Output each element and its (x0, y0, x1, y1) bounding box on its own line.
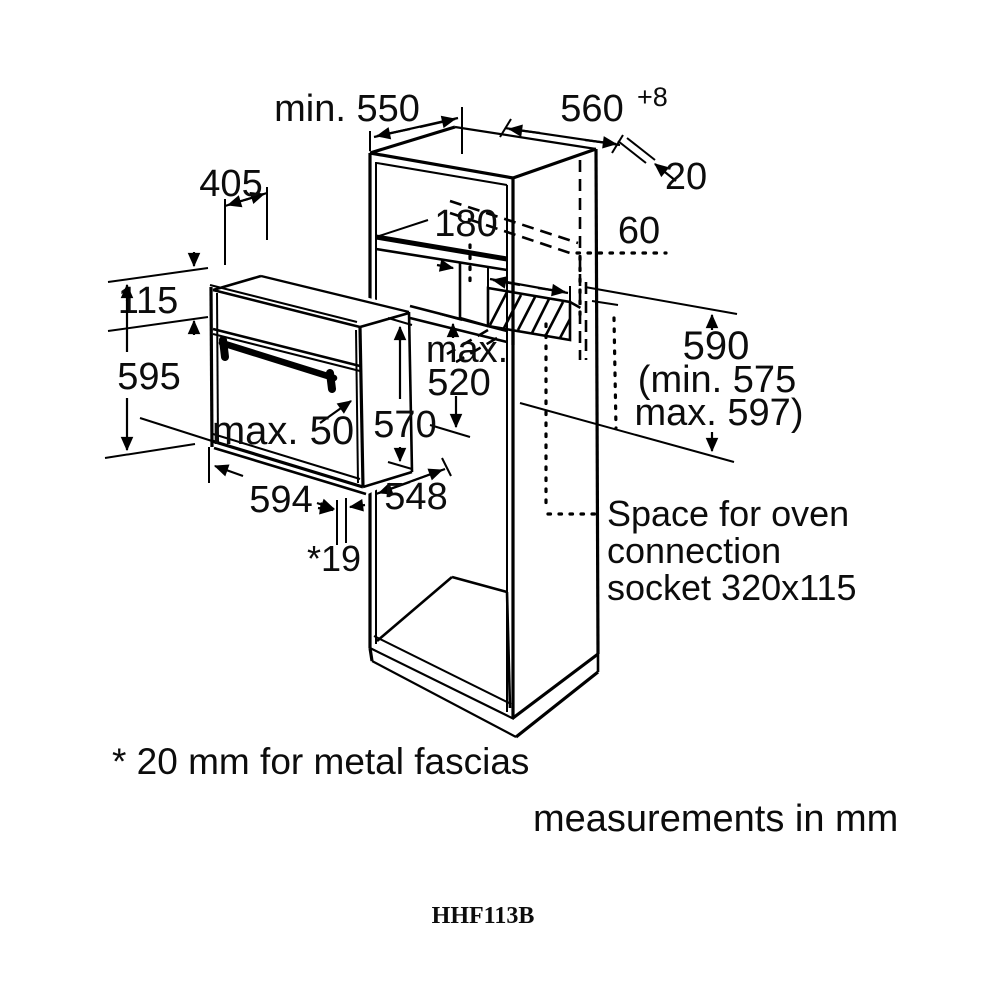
label-180: 180 (434, 203, 497, 245)
label-19: *19 (307, 538, 361, 579)
label-594: 594 (249, 479, 312, 521)
dimension-595: 595 (104, 283, 196, 459)
label-590-min: (min. 575 (638, 359, 796, 401)
label-min-550: min. 550 (274, 88, 420, 130)
dimension-594: 594 (139, 417, 336, 521)
units-note: measurements in mm (533, 798, 898, 840)
dimension-max-50: max. 50 (212, 400, 354, 453)
label-20: 20 (665, 156, 707, 198)
footnotes: * 20 mm for metal fascias measurements i… (112, 741, 898, 929)
fascia-footnote: * 20 mm for metal fascias (112, 741, 529, 782)
dimension-590: 590 (min. 575 max. 597) (519, 286, 804, 463)
label-405: 405 (199, 163, 262, 205)
label-548: 548 (384, 476, 447, 518)
socket-leader-lines (544, 255, 618, 516)
dimension-180: 180 (434, 203, 498, 289)
label-590: 590 (683, 324, 750, 368)
socket-note-line3: socket 320x115 (607, 567, 857, 608)
label-max-50: max. 50 (212, 409, 354, 453)
label-595: 595 (117, 356, 180, 398)
socket-note: Space for oven connection socket 320x115 (607, 493, 857, 608)
label-60: 60 (618, 210, 660, 252)
dimension-115: 115 (107, 252, 209, 335)
dimension-570: 570 (373, 317, 437, 470)
socket-note-line1: Space for oven (607, 493, 849, 534)
label-570: 570 (373, 404, 436, 446)
dimension-20: 20 (617, 137, 707, 198)
oven-drawing (209, 271, 414, 496)
socket-space-hatch (486, 281, 572, 345)
socket-note-line2: connection (607, 530, 781, 571)
model-number: HHF113B (432, 903, 535, 929)
label-max-520-line2: 520 (427, 362, 490, 404)
dimension-60: 60 (575, 210, 668, 255)
dimension-max-520: max. 520 (426, 313, 508, 438)
label-max-520-line1: max. (426, 329, 508, 371)
oven-handle (218, 336, 338, 393)
dimension-min-550: min. 550 (274, 88, 463, 154)
label-560: 560 (560, 88, 623, 130)
dimension-405: 405 (199, 163, 268, 265)
label-590-max: max. 597) (635, 392, 804, 434)
dimension-19: *19 (307, 498, 366, 579)
dimension-548: 548 (375, 457, 452, 518)
label-560-tolerance: +8 (637, 82, 668, 112)
dimension-560: 560 +8 (499, 82, 668, 154)
dimension-socket-width (487, 266, 619, 306)
